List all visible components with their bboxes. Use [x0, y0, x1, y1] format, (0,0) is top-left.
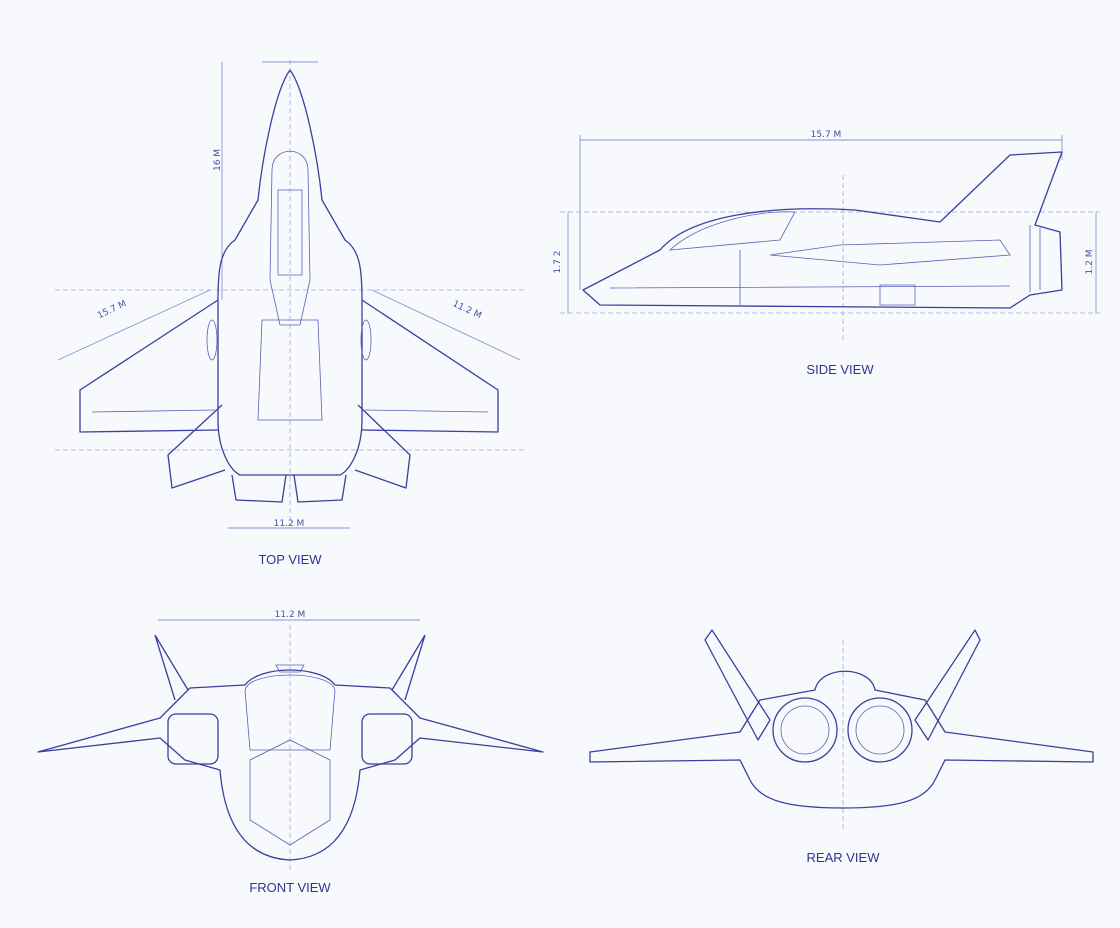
rear-view-title: REAR VIEW: [807, 850, 881, 865]
top-right-wing-label: 11.2 M: [451, 299, 483, 321]
side-view: 15.7 M 1.7 2 1.2 M SIDE VIEW: [553, 130, 1100, 377]
side-length-label: 15.7 M: [811, 130, 842, 140]
side-view-title: SIDE VIEW: [806, 362, 874, 377]
rear-view: REAR VIEW: [589, 629, 1094, 865]
top-left-wing-label: 15.7 M: [96, 299, 128, 321]
top-view: 16 M 15.7 M 11.2 M 11.2 M TOP VIEW: [55, 60, 525, 567]
side-height-left-label: 1.7 2: [553, 251, 563, 274]
top-width-label: 11.2 M: [274, 519, 305, 529]
top-length-label: 16 M: [213, 149, 223, 171]
side-height-right-label: 1.2 M: [1085, 250, 1095, 275]
top-view-title: TOP VIEW: [258, 552, 322, 567]
front-span-label: 11.2 M: [275, 610, 306, 620]
front-view: 11.2 M FRONT VIEW: [37, 610, 544, 895]
front-view-title: FRONT VIEW: [249, 880, 331, 895]
